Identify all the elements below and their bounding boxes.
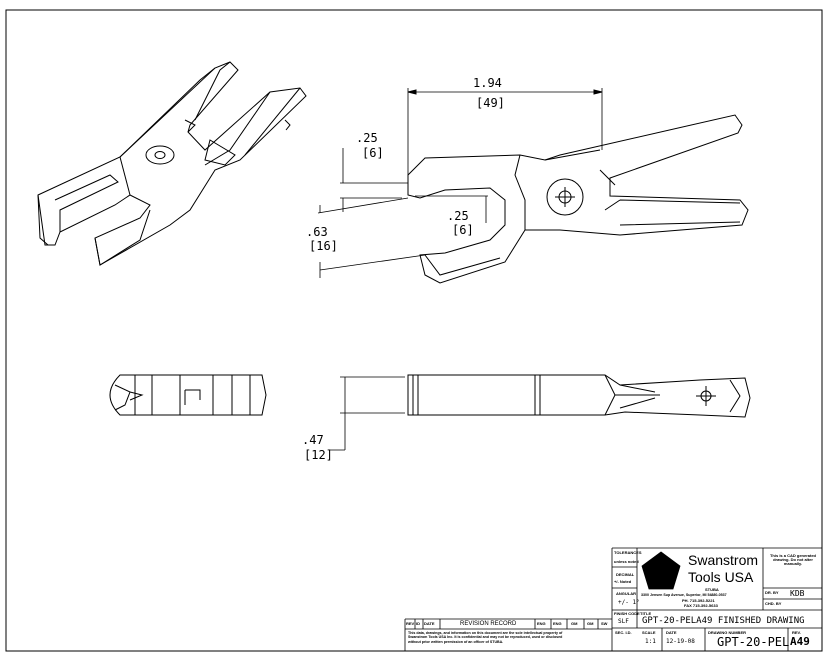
checked-by-label: CHD. BY (765, 601, 782, 606)
scale-label: SCALE (642, 630, 656, 635)
dim-thickness-mm: [12] (304, 448, 333, 462)
date-value: 12-19-08 (666, 638, 695, 645)
company-name-line2: Tools USA (688, 569, 754, 585)
dim-gap-in: .25 (447, 209, 469, 223)
date-label: DATE (666, 630, 677, 635)
rev-header-record: REVISION RECORD (460, 621, 517, 627)
drawn-by: KDB (790, 589, 805, 598)
dim-length-in: 1.94 (473, 76, 502, 90)
tolerances-sub: unless noted (614, 559, 639, 564)
drawing-border (5, 9, 823, 652)
finish-label: FINISH CODE (614, 611, 640, 616)
rev-value: A49 (790, 635, 810, 648)
title-label: TITLE (640, 611, 652, 616)
decimal-value: +/- Noted (614, 579, 632, 584)
dim-jaw-mm: [16] (309, 239, 338, 253)
rev-header-rev: REV (406, 621, 415, 626)
drawing-title: GPT-20-PELA49 FINISHED DRAWING (642, 616, 805, 626)
title-block-lines (404, 547, 822, 651)
dim-tip-in: .25 (356, 131, 378, 145)
dim-thickness-in: .47 (302, 433, 324, 447)
company-sub: STUBA (705, 587, 719, 592)
plan-view (330, 374, 751, 451)
dim-tip-mm: [6] (362, 146, 384, 160)
drawing-number-label: DRAWING NUMBER (708, 630, 746, 635)
rev-header-gm1: GM (571, 621, 578, 626)
rev-header-sw: SW (601, 621, 608, 626)
company-fax: FAX 715-392-5633 (684, 603, 718, 608)
company-address: 3300 Jensen Sup Avenue, Superior, MI 548… (641, 593, 727, 597)
side-view (317, 88, 749, 284)
isometric-view (37, 61, 307, 266)
tolerances-label: TOLERANCES (614, 550, 642, 555)
sec-id-label: SEC. I.D. (615, 630, 632, 635)
decimal-label: DECIMAL (616, 572, 635, 577)
dim-length-mm: [49] (476, 96, 505, 110)
company-phone: PH. 715-392-5221 (682, 598, 715, 603)
dim-gap-mm: [6] (452, 223, 474, 237)
rev-header-id: ID (416, 621, 420, 626)
confidentiality-notice: This data, drawings, and information on … (408, 631, 563, 644)
rev-header-eng1: ENG (537, 621, 546, 626)
drawing-number: GPT-20-PEL (717, 635, 790, 649)
pentagon-logo (641, 551, 681, 590)
angular-label: ANGULAR (616, 591, 636, 596)
scale-value: 1:1 (645, 638, 656, 645)
left-end-view (109, 374, 267, 416)
angular-value: +/- 1° (618, 599, 640, 606)
dim-jaw-in: .63 (306, 225, 328, 239)
rev-header-gm2: GM (587, 621, 594, 626)
rev-label: REV. (792, 630, 801, 635)
rev-header-date: DATE (424, 621, 435, 626)
cad-note: This is a CAD generated drawing. Do not … (769, 553, 816, 566)
finish-value: SLF (618, 618, 629, 625)
company-name-line1: Swanstrom (688, 552, 759, 568)
drawn-by-label: DR. BY (765, 590, 779, 595)
rev-header-eng2: ENG (553, 621, 562, 626)
